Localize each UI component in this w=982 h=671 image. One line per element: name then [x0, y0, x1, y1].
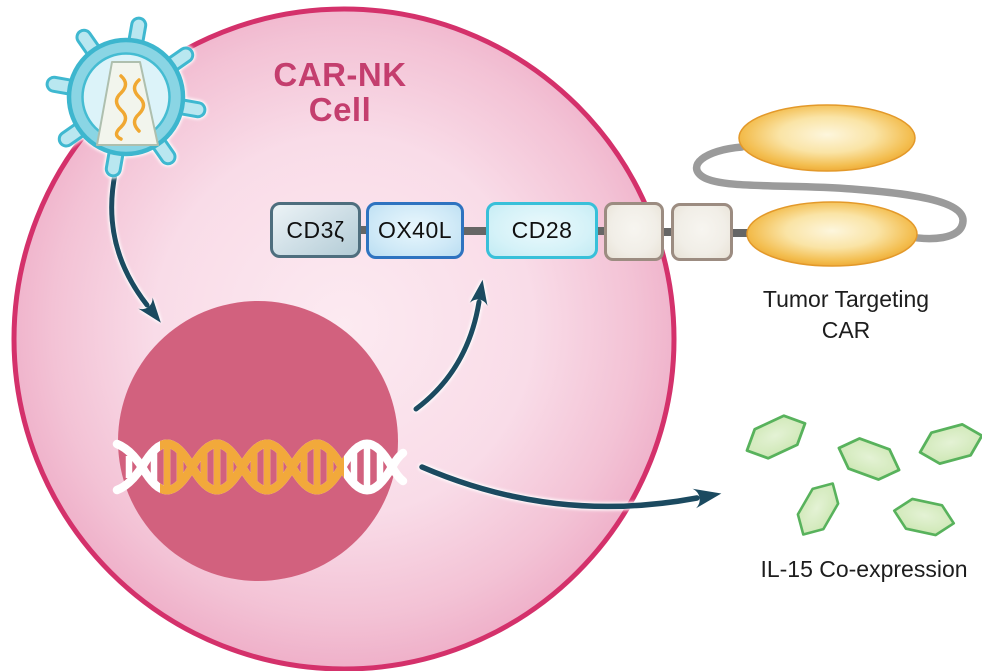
il15-particle [738, 407, 814, 467]
virus-capsid [96, 61, 159, 146]
cell-title: CAR-NK Cell [240, 56, 440, 128]
nucleus [118, 301, 398, 581]
scfv-oval-bottom [746, 201, 918, 267]
cell-title-line1: CAR-NK [273, 56, 407, 93]
construct-domain-cd3zeta: CD3ζ [270, 202, 361, 258]
scfv-oval-top [738, 104, 916, 172]
tumor-targeting-car-icon [738, 104, 918, 267]
construct-domain-cd28: CD28 [486, 202, 598, 259]
virus-rna-icon [114, 74, 146, 141]
il15-particle [914, 418, 982, 470]
car-label-line1: Tumor Targeting [762, 286, 930, 312]
il15-coexpression-label: IL-15 Co-expression [760, 556, 968, 582]
construct-domain-label: OX40L [377, 217, 453, 243]
il15-particle [889, 494, 959, 540]
car-label-line2: CAR [821, 317, 871, 344]
cell-title-line2: Cell [308, 90, 372, 128]
il15-particles-icon [738, 407, 982, 544]
car-linker-rope [692, 143, 967, 243]
arrow-nucleus-to-construct-icon [413, 279, 488, 412]
il15-particle [832, 431, 906, 487]
arrow-nucleus-to-il15-icon [419, 464, 722, 510]
construct-hinge-segment [671, 203, 733, 261]
construct-hinge-segment [604, 202, 664, 261]
construct-domain-label: CD3ζ [286, 216, 345, 243]
virus-icon [45, 16, 207, 178]
construct-domain-label: CD28 [511, 217, 573, 243]
tumor-targeting-car-label: Tumor Targeting CAR [726, 284, 966, 346]
construct-domain-ox40l: OX40L [366, 202, 464, 259]
il15-particle [789, 474, 847, 544]
